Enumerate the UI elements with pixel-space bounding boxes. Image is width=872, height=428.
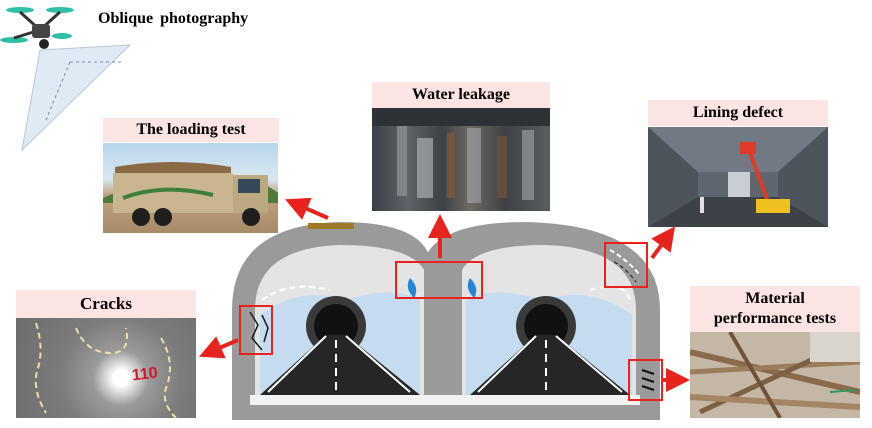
water-leakage-label: Water leakage: [372, 82, 550, 108]
leak-drop-left: [407, 278, 417, 298]
crack-highlight-box: [239, 305, 273, 355]
truck-stripe: [122, 187, 214, 200]
loading-test-label: The loading test: [103, 118, 279, 142]
lining-defect-photo: [648, 127, 828, 227]
center-pillar: [424, 258, 462, 420]
sample-mark-1: [641, 369, 655, 375]
rebar-4: [690, 394, 860, 410]
leak-highlight-box: [395, 261, 483, 299]
drone-illustration: [0, 7, 132, 152]
wall-crack-2: [261, 314, 269, 343]
wall-crack-1: [249, 311, 263, 351]
left-road-edge-l: [267, 335, 327, 393]
flight-path-v: [45, 61, 71, 121]
material-tests-line-2: performance tests: [713, 310, 837, 327]
leak-streak-4: [467, 128, 481, 203]
water-leakage-photo: [372, 108, 550, 211]
truck-wheel-2: [154, 208, 172, 226]
lining-highlight-box: [604, 242, 648, 288]
cracks-photo: [16, 318, 196, 418]
lining-defect-mark-2: [613, 261, 637, 283]
right-road: [470, 335, 630, 395]
sample-mark-2: [641, 377, 655, 383]
material-tests-photo: [690, 332, 860, 418]
oblique-photography-panel: [0, 0, 170, 160]
crane-basket: [740, 142, 756, 154]
light-spot: [112, 369, 130, 387]
worker: [700, 197, 704, 213]
load-plate: [308, 223, 354, 229]
rebar-2: [690, 359, 860, 375]
sample-box: [810, 332, 860, 362]
left-road-edge-r: [345, 335, 411, 393]
right-lining-dash: [589, 285, 631, 301]
sample-mark-3: [641, 385, 655, 391]
tunnel-floor: [250, 395, 640, 405]
crane-boom: [746, 146, 770, 203]
rebar-5: [728, 332, 782, 418]
rebar-1: [690, 349, 860, 395]
lining-defect-label: Lining defect: [648, 100, 828, 126]
truck-load: [115, 162, 231, 173]
arrow-to-lining-defect: [650, 226, 676, 260]
cracks-label: Cracks: [16, 290, 196, 318]
leak-streak-1: [397, 126, 407, 196]
crack-line-3: [160, 337, 177, 418]
truck-wheel-3: [242, 208, 260, 226]
drone-icon: [0, 7, 74, 49]
truck-wheel-1: [132, 208, 150, 226]
oblique-photography-title: Oblique photography: [98, 10, 249, 27]
crack-line-2: [75, 327, 128, 355]
leak-streak-6: [522, 130, 534, 200]
leak-streak-2: [417, 138, 433, 198]
material-tests-label: Material performance tests: [690, 286, 860, 332]
material-tests-line-1: Material: [745, 290, 805, 307]
leak-streak-5: [497, 136, 507, 198]
lining-defect-mark: [609, 249, 641, 276]
arrow-to-loading-test: [285, 197, 329, 220]
left-lining-dash: [261, 285, 331, 301]
green-marker: [829, 389, 856, 393]
left-road: [260, 335, 420, 395]
camera-view-cone: [21, 44, 132, 152]
truck-window: [238, 179, 260, 193]
leak-streak-3: [447, 133, 455, 198]
right-road-edge-r: [555, 335, 623, 393]
leak-drop-right: [467, 278, 477, 298]
right-road-edge-l: [477, 335, 537, 393]
crane-truck: [756, 199, 790, 213]
arrow-to-cracks: [198, 336, 239, 359]
crack-line-1: [34, 322, 47, 414]
loading-test-photo: [103, 143, 278, 233]
tunnel-exit: [728, 172, 750, 197]
